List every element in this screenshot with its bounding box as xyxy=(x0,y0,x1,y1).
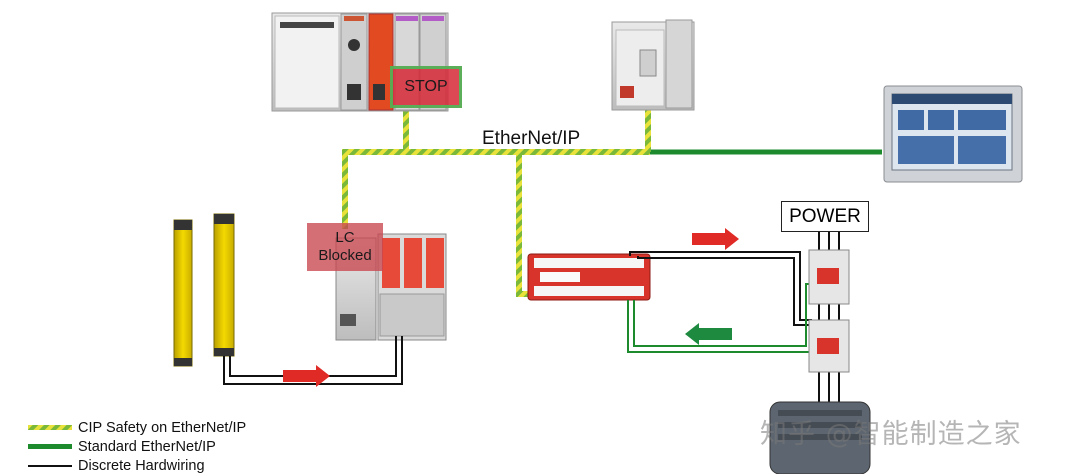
signal-arrow-green-feedback xyxy=(685,323,732,345)
io-badge-line1: LC xyxy=(335,229,355,246)
legend-label-discrete: Discrete Hardwiring xyxy=(78,457,205,474)
watermark: 知乎 @智能制造之家 xyxy=(760,419,1022,450)
safety-controller-chassis xyxy=(271,12,449,112)
legend-item-cip-safety: CIP Safety on EtherNet/IP xyxy=(28,418,246,437)
safety-io-module xyxy=(527,253,651,301)
legend: CIP Safety on EtherNet/IP Standard Ether… xyxy=(28,418,246,475)
signal-arrow-red-input xyxy=(283,365,330,387)
legend-item-standard: Standard EtherNet/IP xyxy=(28,437,246,456)
discrete-wiring-contactors xyxy=(629,251,812,326)
legend-item-discrete: Discrete Hardwiring xyxy=(28,456,246,475)
discrete-wiring-swatch xyxy=(28,464,72,467)
legend-label-standard: Standard EtherNet/IP xyxy=(78,438,216,455)
safety-contactor-1 xyxy=(808,249,850,305)
hmi-panel xyxy=(883,85,1023,183)
feedback-wiring-green xyxy=(627,283,813,353)
compact-safety-controller xyxy=(611,19,695,111)
signal-arrow-red-output xyxy=(692,228,739,250)
power-label: POWER xyxy=(781,201,869,232)
controller-stop-badge: STOP xyxy=(390,66,462,108)
io-blocked-badge: LC Blocked xyxy=(307,223,383,271)
light-curtain xyxy=(173,213,235,367)
cip-safety-network xyxy=(342,110,651,297)
motor xyxy=(769,401,871,474)
legend-label-cip-safety: CIP Safety on EtherNet/IP xyxy=(78,419,247,436)
standard-ethernet-swatch xyxy=(28,443,72,449)
io-badge-line2: Blocked xyxy=(318,247,372,264)
cip-safety-swatch xyxy=(28,424,72,430)
safety-contactor-2 xyxy=(808,319,850,373)
ethernet-ip-label: EtherNet/IP xyxy=(482,128,581,149)
